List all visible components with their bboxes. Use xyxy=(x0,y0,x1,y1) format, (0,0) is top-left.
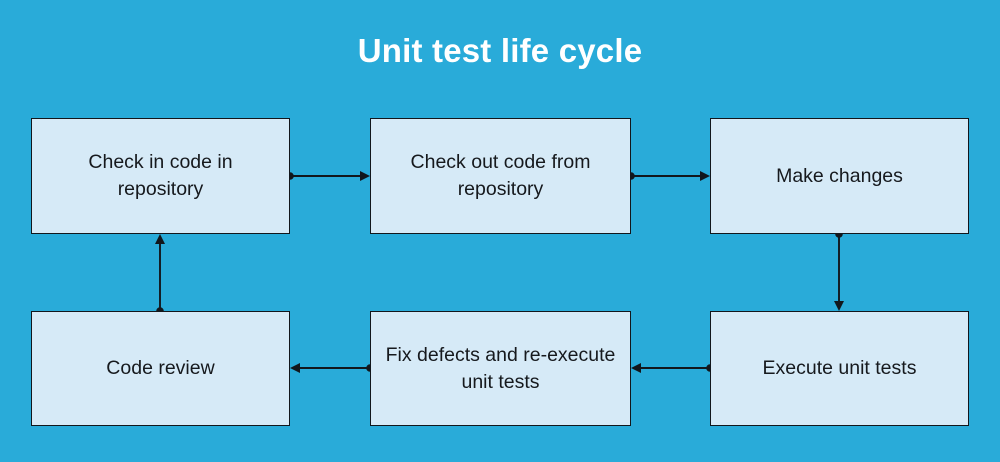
node-label: Code review xyxy=(106,357,215,379)
edge-execute-to-fix xyxy=(631,363,714,373)
edge-fix-to-review xyxy=(290,363,374,373)
node-label: Fix defects and re-execute unit tests xyxy=(385,343,616,393)
node-label: Make changes xyxy=(776,164,903,187)
edge-checkin-to-checkout xyxy=(286,171,370,181)
node-label: Check out code from repository xyxy=(410,151,591,200)
node-label: Check in code in repository xyxy=(88,151,233,200)
node-execute-unit-tests[interactable]: Execute unit tests xyxy=(710,311,969,426)
node-label: Execute unit tests xyxy=(762,357,917,379)
page-title: Unit test life cycle xyxy=(357,32,643,69)
node-check-out-code-from-repository[interactable]: Check out code from repository xyxy=(370,118,631,234)
node-check-in-code-in-repository[interactable]: Check in code in repository xyxy=(31,118,290,234)
node-make-changes[interactable]: Make changes xyxy=(710,118,969,234)
edge-changes-to-execute xyxy=(834,230,844,311)
edge-review-to-checkin xyxy=(155,234,165,315)
edge-checkout-to-changes xyxy=(627,171,710,181)
node-code-review[interactable]: Code review xyxy=(31,311,290,426)
node-fix-defects-and-re-execute-unit-tests[interactable]: Fix defects and re-execute unit tests xyxy=(370,311,631,426)
